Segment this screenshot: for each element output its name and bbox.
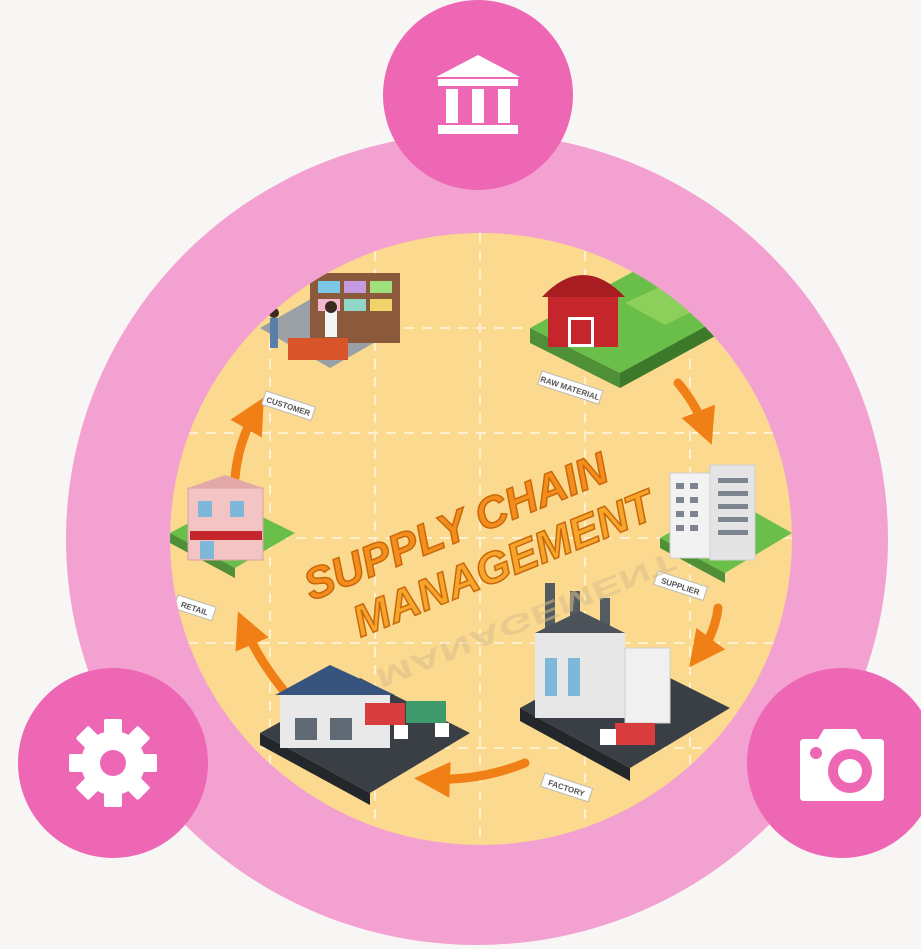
bank-icon: [436, 55, 520, 134]
arrow-distribution-to-retail: [235, 611, 295, 703]
arrow-retail-to-customer: [230, 397, 264, 483]
supplier-buildings: SUPPLIER: [653, 464, 792, 602]
raw-material-farm: RAW MATERIAL: [530, 268, 730, 405]
camera-icon: [800, 729, 884, 801]
retail-store: RETAIL: [170, 475, 295, 622]
customer-shop: CUSTOMER: [260, 273, 400, 422]
settings-node[interactable]: [18, 668, 208, 858]
arrow-factory-to-distribution: [414, 758, 530, 798]
distribution-warehouse: DISTRIBUTION: [260, 665, 470, 836]
gear-icon: [69, 719, 157, 807]
supply-chain-illustration: CUSTOMER RAW MATERIAL: [170, 233, 792, 845]
arrow-raw-to-supplier: [673, 378, 716, 445]
arrow-supplier-to-factory: [689, 603, 726, 668]
bank-node[interactable]: [383, 0, 573, 190]
camera-node[interactable]: [747, 668, 921, 858]
factory: FACTORY: [520, 583, 730, 803]
